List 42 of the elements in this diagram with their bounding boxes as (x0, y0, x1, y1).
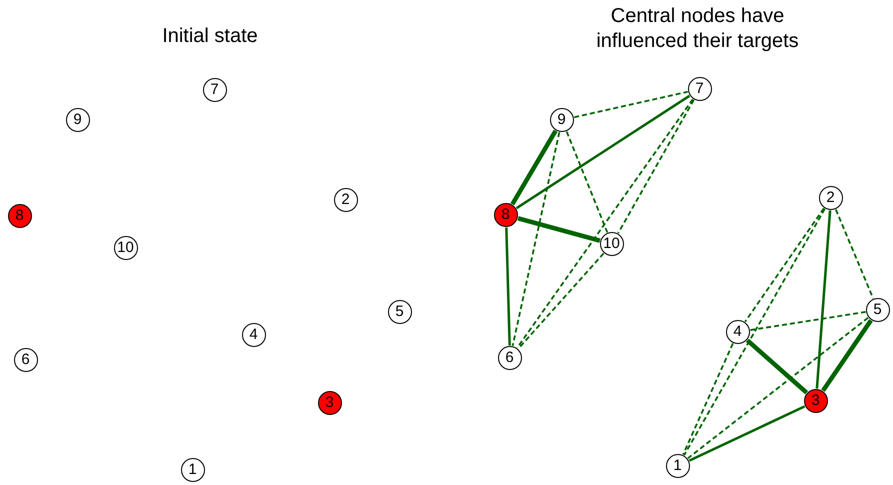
node-circle: 10 (600, 232, 624, 256)
node-circle: 8 (494, 202, 518, 226)
node-circle: 6 (14, 348, 38, 372)
node-circle: 7 (202, 78, 226, 102)
connector-line (746, 338, 808, 394)
connector-line (687, 316, 869, 460)
connector-line (574, 90, 688, 118)
node-circle: 3 (318, 390, 342, 414)
node-circle: 4 (242, 322, 266, 346)
connector-line (505, 227, 511, 346)
panel-heading: Initial state (161, 24, 259, 49)
node-circle: 5 (388, 300, 412, 324)
connector-line (518, 252, 604, 350)
connector-line (821, 319, 873, 392)
connector-line (744, 208, 825, 322)
connector-line (566, 131, 608, 233)
connector-line (512, 132, 560, 346)
node-circle: 4 (726, 320, 750, 344)
connector-line (750, 311, 866, 331)
node-circle: 2 (818, 186, 842, 210)
connector-line (517, 216, 601, 243)
connector-line (835, 209, 874, 299)
connector-line (682, 343, 734, 455)
node-circle: 3 (804, 388, 828, 412)
connector-line (688, 405, 806, 462)
node-circle: 7 (688, 76, 712, 100)
node-circle: 5 (866, 298, 890, 322)
node-circle: 9 (550, 108, 574, 132)
connector-line (516, 94, 690, 210)
connector-line (816, 210, 832, 389)
node-circle: 9 (66, 108, 90, 132)
node-circle: 2 (334, 188, 358, 212)
connector-line (510, 130, 558, 206)
node-circle: 1 (180, 458, 204, 482)
panel-heading: Central nodes have influenced their targets (595, 4, 800, 54)
connector-line (516, 98, 694, 348)
node-circle: 10 (114, 236, 138, 260)
connector-line (617, 99, 695, 234)
connector-line (683, 208, 826, 456)
node-circle: 8 (8, 204, 32, 228)
node-circle: 1 (666, 454, 690, 478)
node-circle: 6 (498, 346, 522, 370)
